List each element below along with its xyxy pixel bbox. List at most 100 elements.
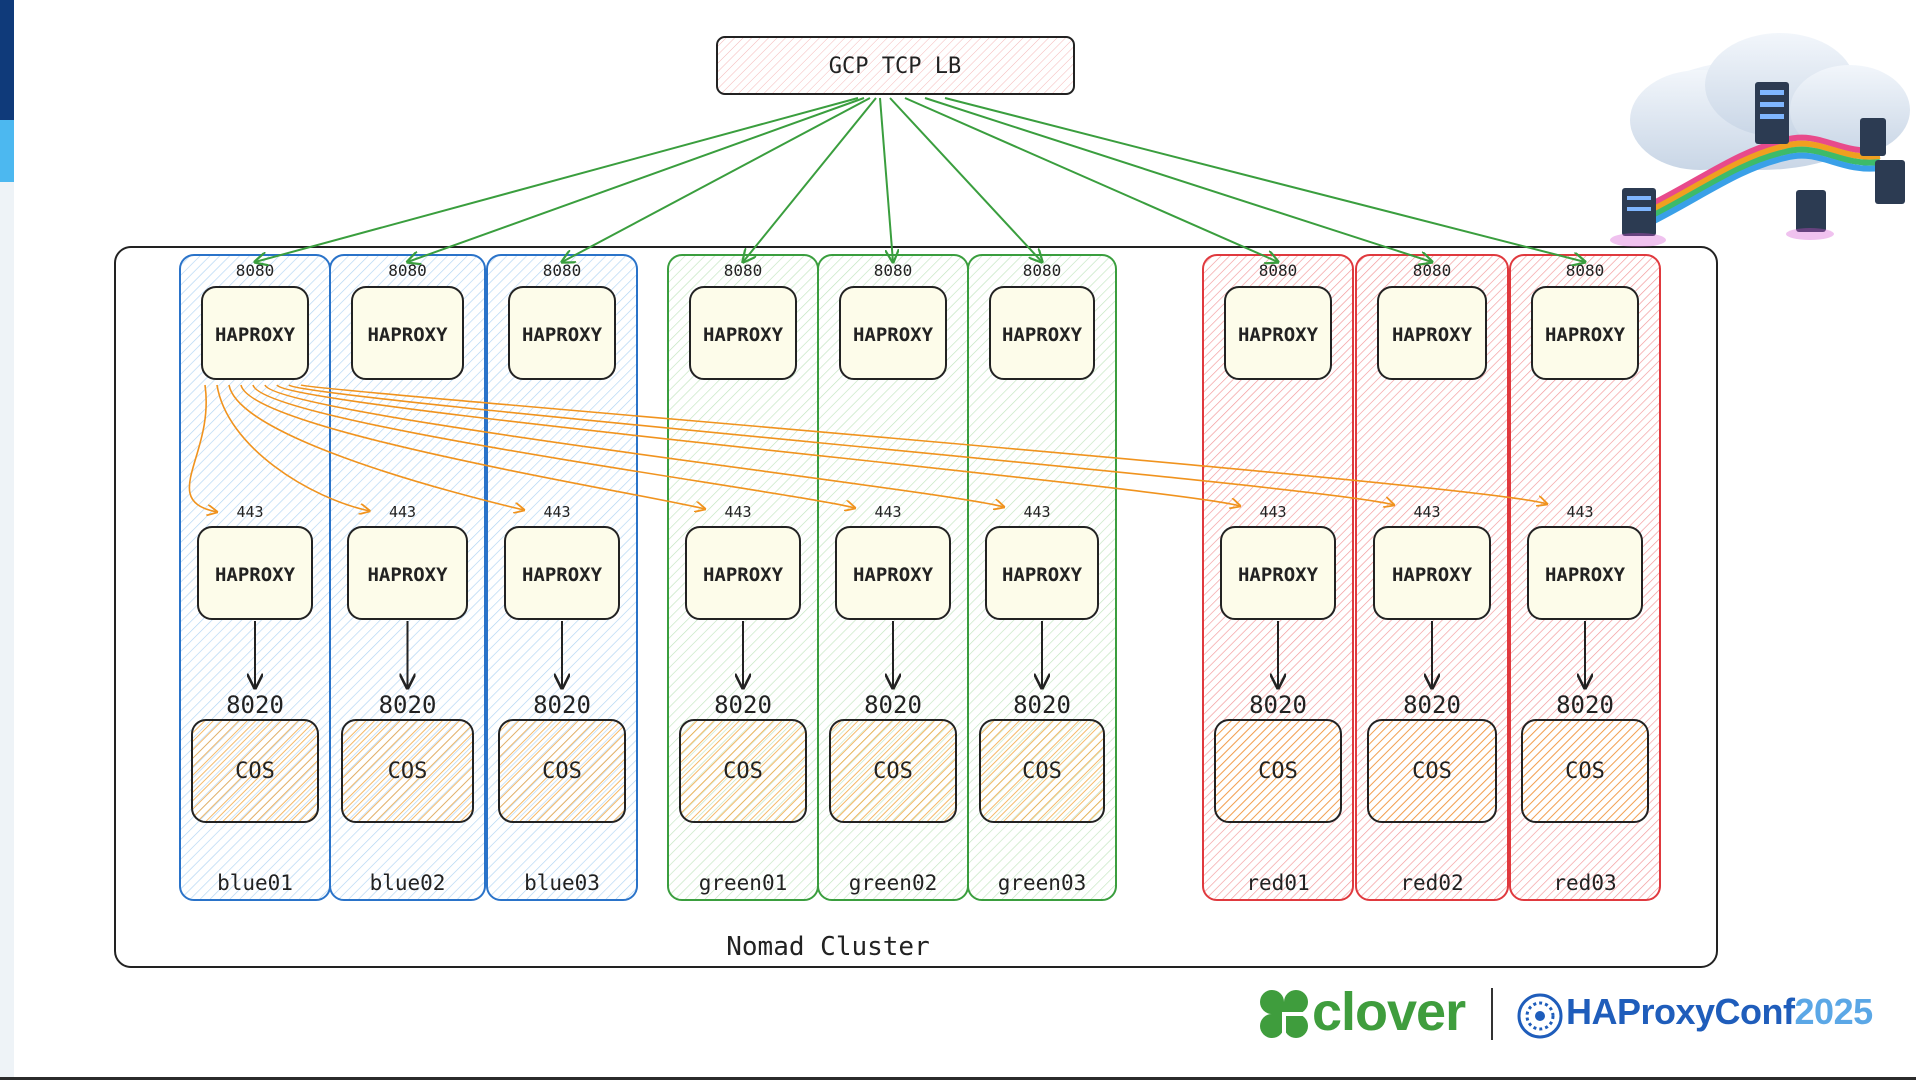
lb-arrow <box>408 97 865 262</box>
healthcheck-arrow <box>300 384 1547 504</box>
node-name: green01 <box>699 871 788 895</box>
inner-port-label: 443 <box>1413 503 1440 521</box>
nodes-layer: 8080HAPROXY443HAPROXY8020COSblue018080HA… <box>179 254 1661 901</box>
app-port-label: 8020 <box>1556 691 1614 719</box>
node-name: red02 <box>1400 871 1463 895</box>
inner-port-label: 443 <box>1023 503 1050 521</box>
inner-haproxy-label: HAPROXY <box>1002 564 1083 586</box>
cos-box <box>979 719 1105 823</box>
cos-label: COS <box>1412 759 1452 784</box>
cos-box <box>679 719 807 823</box>
lb-port-label: 8080 <box>874 261 913 280</box>
lb-port-label: 8080 <box>724 261 763 280</box>
node-name: red03 <box>1553 871 1616 895</box>
lb-arrow <box>255 97 859 262</box>
lb-arrows <box>255 97 1585 262</box>
lb-port-label: 8080 <box>388 261 427 280</box>
cos-label: COS <box>388 759 428 784</box>
inner-haproxy-label: HAPROXY <box>367 564 448 586</box>
lb-arrow <box>889 97 1042 262</box>
inner-haproxy-label: HAPROXY <box>703 564 784 586</box>
inner-haproxy-box <box>504 526 620 620</box>
inner-haproxy-box <box>835 526 951 620</box>
conf-year: 2025 <box>1794 991 1874 1032</box>
edge-haproxy-label: HAPROXY <box>853 324 934 346</box>
healthcheck-arrow <box>288 384 1394 505</box>
clover-brand: clover <box>1312 982 1466 1042</box>
inner-port-label: 443 <box>389 503 416 521</box>
inner-haproxy-box <box>1220 526 1336 620</box>
edge-haproxy-box <box>689 286 797 380</box>
edge-haproxy-box <box>1224 286 1332 380</box>
app-port-label: 8020 <box>533 691 591 719</box>
lb-arrow <box>924 97 1432 262</box>
inner-haproxy-box <box>1527 526 1643 620</box>
healthcheck-arrow <box>276 384 1240 506</box>
app-port-label: 8020 <box>1013 691 1071 719</box>
edge-haproxy-box <box>989 286 1095 380</box>
lb-port-label: 8080 <box>1023 261 1062 280</box>
inner-port-label: 443 <box>1259 503 1286 521</box>
edge-haproxy-label: HAPROXY <box>1002 324 1083 346</box>
inner-haproxy-box <box>1373 526 1491 620</box>
node-name: blue03 <box>524 871 600 895</box>
lb-arrow <box>944 97 1585 262</box>
lb-arrow <box>879 97 893 262</box>
edge-haproxy-box <box>508 286 616 380</box>
inner-haproxy-label: HAPROXY <box>215 564 296 586</box>
cos-box <box>341 719 474 823</box>
node-name: green03 <box>998 871 1087 895</box>
healthcheck-arrow <box>252 384 855 508</box>
cos-label: COS <box>542 759 582 784</box>
healthcheck-arrow <box>216 384 370 511</box>
healthcheck-arrow <box>240 384 705 509</box>
lb-port-label: 8080 <box>1259 261 1298 280</box>
cos-box <box>191 719 319 823</box>
node-name: green02 <box>849 871 938 895</box>
app-port-label: 8020 <box>1403 691 1461 719</box>
edge-haproxy-box <box>839 286 947 380</box>
edge-haproxy-box <box>351 286 464 380</box>
app-port-label: 8020 <box>714 691 772 719</box>
haproxyconf-brand: HAProxyConf 2025 <box>1566 982 1873 1042</box>
edge-haproxy-label: HAPROXY <box>1545 324 1626 346</box>
inner-port-label: 443 <box>874 503 901 521</box>
healthcheck-arrow <box>188 384 217 512</box>
haproxy-logo-icon <box>1517 993 1563 1039</box>
gcp-lb-box <box>716 36 1075 95</box>
inner-port-label: 443 <box>1566 503 1593 521</box>
cos-label: COS <box>873 759 913 784</box>
cos-label: COS <box>1022 759 1062 784</box>
accent-bar-light <box>0 120 14 182</box>
healthcheck-arrow <box>228 384 524 510</box>
accent-bar-pale <box>0 182 14 1080</box>
lb-arrow <box>562 97 871 262</box>
conf-name: HAProxyConf <box>1566 991 1795 1032</box>
cos-label: COS <box>723 759 763 784</box>
edge-haproxy-label: HAPROXY <box>1392 324 1473 346</box>
healthcheck-arrows <box>188 384 1547 512</box>
cos-label: COS <box>1258 759 1298 784</box>
lb-port-label: 8080 <box>543 261 582 280</box>
node-name: blue01 <box>217 871 293 895</box>
app-port-label: 8020 <box>379 691 437 719</box>
edge-haproxy-label: HAPROXY <box>522 324 603 346</box>
node-name: blue02 <box>370 871 446 895</box>
edge-haproxy-box <box>1377 286 1487 380</box>
cos-box <box>498 719 626 823</box>
cos-box <box>1214 719 1342 823</box>
inner-haproxy-label: HAPROXY <box>1545 564 1626 586</box>
inner-haproxy-box <box>985 526 1099 620</box>
inner-haproxy-box <box>197 526 313 620</box>
lb-port-label: 8080 <box>1566 261 1605 280</box>
